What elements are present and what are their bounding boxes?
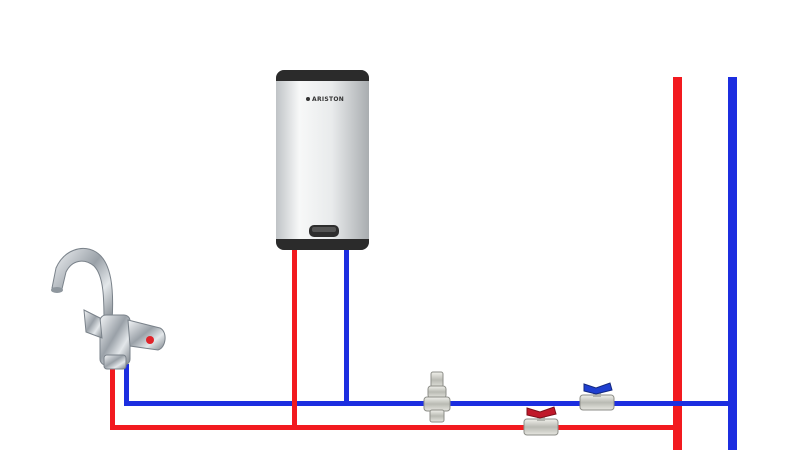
hot-ball-valve-icon [523,406,559,436]
hot-indicator-dot [146,336,154,344]
heater-brand: ARISTON [312,96,344,103]
cold-ball-valve-icon [579,382,615,411]
pressure-regulator-icon [423,371,451,423]
brand-logo-icon [306,97,310,101]
hot-riser-pipe [673,77,682,450]
heater-cold-inlet-pipe [344,249,349,406]
hot-main-pipe [110,425,680,430]
heater-hot-outlet-pipe [292,249,297,430]
faucet-cold-feed-pipe [124,364,129,406]
water-heater-icon: ARISTON [276,70,369,250]
faucet-icon [51,248,166,370]
faucet-hot-feed-pipe [110,364,115,430]
cold-riser-pipe [728,77,737,450]
